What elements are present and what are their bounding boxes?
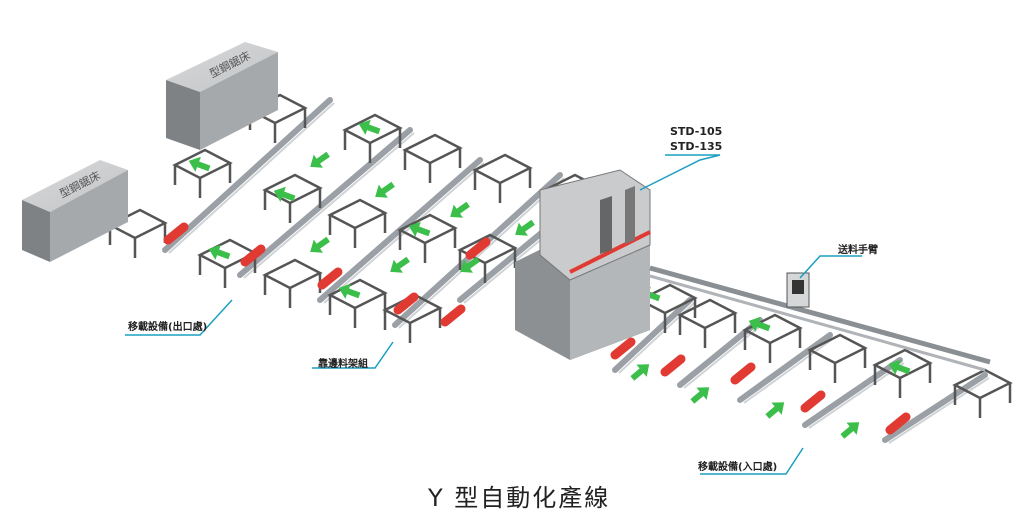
green-arrow-icon [515, 219, 535, 236]
green-arrow-icon [840, 422, 860, 439]
transfer-frame [262, 258, 323, 290]
rail [237, 127, 413, 278]
red-cylinder [800, 390, 826, 413]
drilling-machine [515, 169, 651, 360]
model-std-135: STD-135 [670, 140, 723, 153]
red-cylinder [610, 337, 636, 360]
green-arrow-icon [358, 119, 381, 135]
green-arrow-icon [310, 151, 330, 168]
red-cylinder [885, 412, 911, 435]
red-cylinder [393, 292, 419, 315]
green-arrow-icon [765, 402, 785, 419]
green-arrow-icon [338, 283, 361, 299]
feed-conveyor [649, 265, 991, 372]
rail-edge [743, 337, 835, 404]
green-arrow-icon [460, 256, 480, 273]
red-cylinder [240, 244, 266, 267]
rail-edge [398, 177, 565, 329]
red-cylinder [660, 354, 686, 377]
rail-edge [463, 232, 550, 304]
green-arrow-icon [408, 221, 431, 237]
model-std-105: STD-105 [670, 125, 723, 138]
callout-lines [125, 154, 862, 475]
transfer-entry-label: 移載設備(入口處) [698, 462, 778, 473]
transfer-frame [402, 133, 463, 165]
green-arrow-icon [748, 316, 771, 332]
transfer-frame [327, 198, 388, 230]
rail [882, 372, 988, 443]
green-arrow-icon [888, 359, 911, 375]
red-cylinder [163, 222, 189, 245]
green-arrow-icon [630, 364, 650, 381]
green-arrow-icon [690, 387, 710, 404]
diagram-title: Y 型自動化產線 [428, 484, 611, 512]
drill-model-label: STD-105 STD-135 [670, 124, 722, 154]
red-cylinder [440, 304, 466, 327]
green-arrow-icon [390, 256, 410, 273]
green-arrow-icon [450, 201, 470, 218]
green-arrow-icon [273, 186, 296, 202]
green-arrow-icon [208, 244, 231, 260]
rail-edge [168, 102, 335, 254]
transfer-frame [472, 153, 533, 185]
rail-edge [888, 377, 990, 444]
rail-edge [243, 132, 415, 279]
green-arrow-icon [188, 156, 211, 172]
green-arrow-icon [310, 236, 330, 253]
green-arrow-icon [375, 181, 395, 198]
transfer-exit-label: 移載設備(出口處) [128, 322, 208, 333]
rail [737, 332, 833, 403]
rail [457, 227, 548, 303]
feed-arm-label: 送料手臂 [838, 245, 878, 256]
side-rack-label: 靠邊料架組 [318, 359, 368, 370]
rail [612, 297, 693, 373]
red-cylinder [317, 267, 343, 290]
saw-machine-2: 型鋼鋸床 [22, 160, 128, 262]
saw-machine-1: 型鋼鋸床 [166, 42, 278, 150]
rail [162, 97, 333, 253]
rail-edge [808, 362, 905, 429]
red-cylinder [730, 362, 756, 385]
red-cylinder [465, 237, 491, 260]
